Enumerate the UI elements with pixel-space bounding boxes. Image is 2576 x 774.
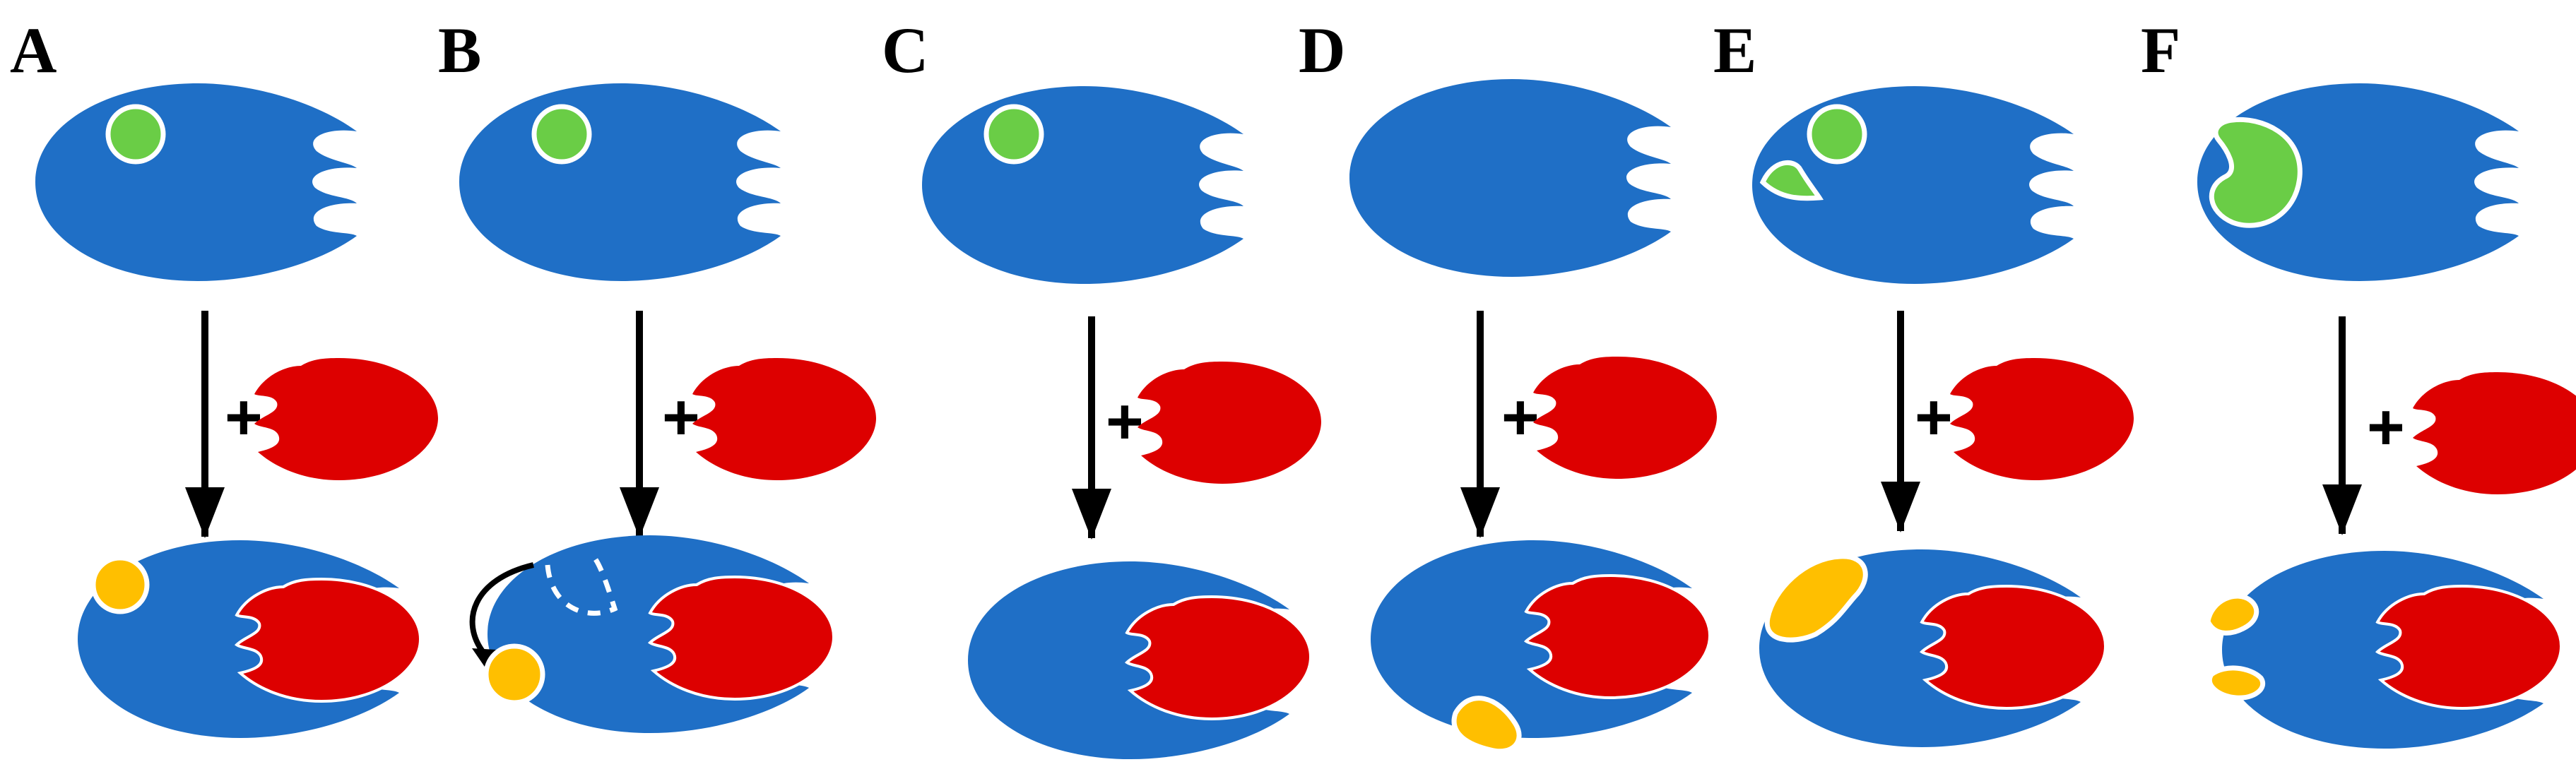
ligand-f-bottom-lower [2207, 665, 2265, 701]
panel-f: F + [2141, 14, 2576, 749]
ligand-b-bottom [483, 643, 545, 705]
partner-c-bound [1125, 595, 1312, 720]
panel-label-e: E [1713, 14, 1756, 86]
protein-c-top [922, 86, 1243, 284]
partner-f-bound [2376, 585, 2563, 710]
plus-c: + [1106, 386, 1144, 458]
plus-d: + [1501, 381, 1540, 453]
partner-d-free [1533, 357, 1717, 479]
panel-label-f: F [2141, 14, 2180, 86]
panel-label-b: B [438, 14, 481, 86]
arrowhead-d [1460, 487, 1500, 538]
arrowhead-f [2322, 484, 2362, 535]
arrowhead-c [1072, 489, 1111, 540]
arrowhead-a [185, 487, 225, 538]
panel-b: B + [438, 14, 876, 733]
ligand-a-bottom [90, 555, 150, 614]
panel-c: C + [882, 14, 1321, 759]
protein-d-top [1349, 79, 1671, 277]
ligand-e-top-round [1807, 104, 1867, 165]
protein-b-top [459, 83, 781, 281]
ligand-c-top [983, 104, 1044, 165]
panel-a: A + [10, 14, 438, 738]
partner-d-bound [1525, 574, 1711, 699]
ligand-f-bottom-upper [2205, 593, 2259, 636]
translocation-arrow [469, 562, 534, 655]
ligand-d-bottom [1451, 696, 1522, 754]
arrowhead-b [620, 487, 659, 538]
partner-e-free [1950, 358, 2134, 480]
panel-label-a: A [10, 14, 57, 86]
plus-f: + [2367, 391, 2405, 463]
ligand-e-top-wedge [1759, 160, 1824, 201]
panel-label-c: C [882, 14, 928, 86]
translocation-arrowhead [472, 648, 496, 671]
former-site-outline [545, 554, 618, 616]
partner-a-free [254, 358, 438, 480]
partner-b-free [692, 358, 876, 480]
partner-a-bound [235, 578, 422, 703]
partner-b-bound [649, 576, 835, 701]
plus-e: + [1915, 381, 1953, 453]
ligand-e-bottom [1764, 554, 1868, 643]
ligand-b-top [531, 104, 592, 165]
panel-d: D + [1299, 14, 1717, 754]
arrowhead-e [1881, 482, 1920, 532]
partner-f-free [2413, 372, 2576, 494]
panel-e: E + [1713, 14, 2134, 747]
ligand-f-top [2209, 117, 2303, 228]
partner-e-bound [1920, 585, 2107, 710]
ligand-a-top [105, 104, 166, 165]
panel-label-d: D [1299, 14, 1345, 86]
partner-c-free [1138, 362, 1321, 484]
protein-a-top [35, 83, 357, 281]
